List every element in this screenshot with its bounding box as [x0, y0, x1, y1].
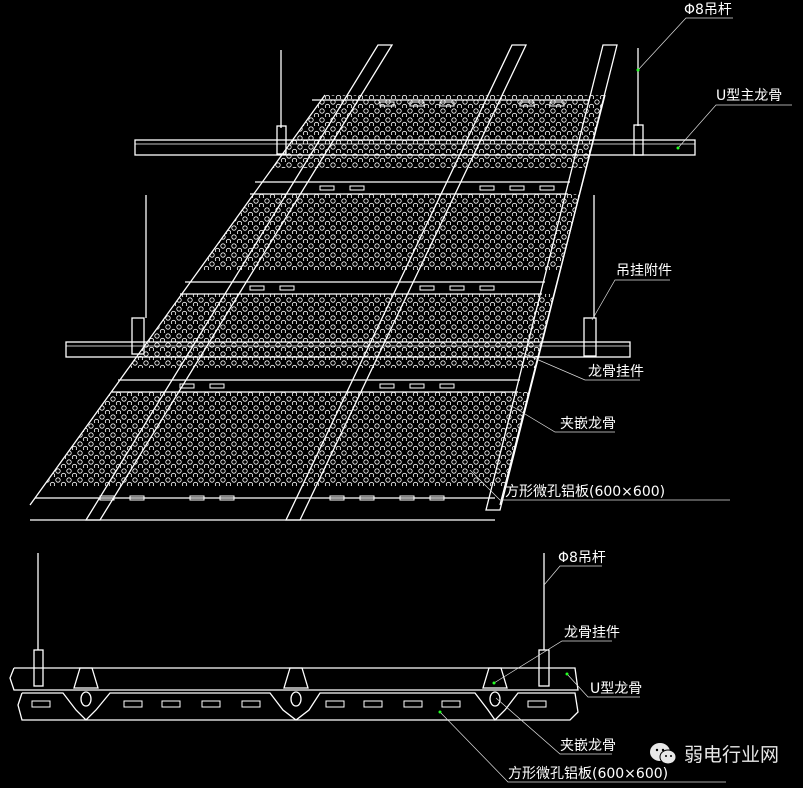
- watermark: 弱电行业网: [648, 740, 779, 767]
- top-leaders: [469, 17, 792, 501]
- label-rod: Φ8吊杆: [684, 2, 732, 18]
- section-label-panel: 方形微孔铝板(600×600): [508, 766, 668, 782]
- section-label-u-runner: U型龙骨: [590, 681, 642, 697]
- label-runner-hanger: 龙骨挂件: [588, 364, 644, 380]
- label-hanger-attachment: 吊挂附件: [616, 263, 672, 279]
- label-main-runner: U型主龙骨: [716, 88, 782, 104]
- watermark-text: 弱电行业网: [684, 744, 780, 766]
- section-view: Φ8吊杆 龙骨挂件 U型龙骨 夹嵌龙骨 方形微孔铝板(600×600): [9, 550, 726, 783]
- perforated-panels: [30, 95, 605, 505]
- section-label-clip-runner: 夹嵌龙骨: [560, 738, 616, 754]
- main-runners: [65, 139, 696, 358]
- label-clip-runner: 夹嵌龙骨: [560, 416, 616, 432]
- wechat-icon: [650, 742, 677, 764]
- panel-outlines: [29, 94, 606, 521]
- top-labels: Φ8吊杆 U型主龙骨 吊挂附件 龙骨挂件 夹嵌龙骨 方形微孔铝板(600×600…: [505, 2, 782, 500]
- clip-runners: [84, 44, 618, 521]
- section-label-runner-hanger: 龙骨挂件: [564, 625, 620, 641]
- section-label-rod: Φ8吊杆: [558, 550, 606, 566]
- hanger-rods: [131, 48, 644, 357]
- label-panel: 方形微孔铝板(600×600): [505, 484, 665, 500]
